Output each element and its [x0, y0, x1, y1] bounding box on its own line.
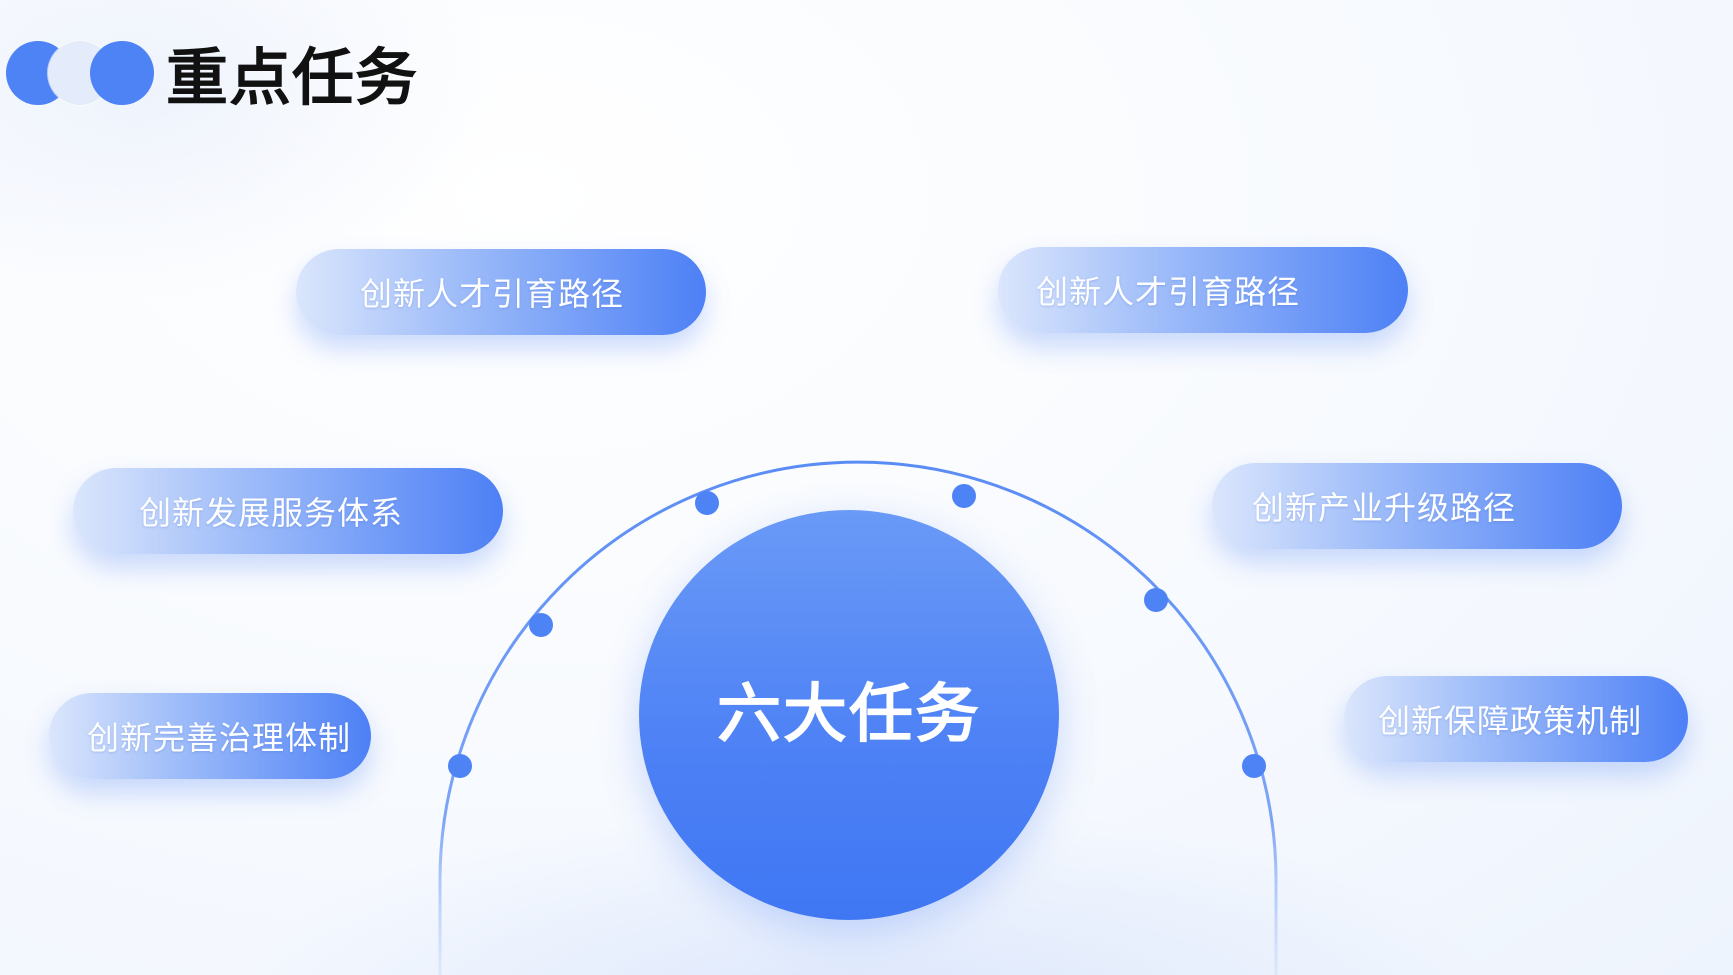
task-pill-label: 创新发展服务体系 — [139, 494, 404, 532]
arc-node-4 — [1144, 588, 1168, 612]
task-pill-label: 创新保障政策机制 — [1378, 702, 1643, 740]
arc-node-3 — [529, 613, 553, 637]
task-pill-3[interactable]: 创新发展服务体系 — [73, 468, 503, 554]
arc-node-5 — [448, 754, 472, 778]
center-label: 六大任务 — [717, 678, 981, 752]
page-title: 重点任务 — [166, 41, 419, 114]
task-pill-1[interactable]: 创新人才引育路径 — [296, 249, 706, 335]
logo-dot-right — [90, 41, 154, 105]
task-pill-label: 创新完善治理体制 — [87, 719, 352, 757]
task-pill-label: 创新人才引育路径 — [360, 275, 625, 313]
task-pill-label: 创新人才引育路径 — [1036, 273, 1301, 311]
task-pill-6[interactable]: 创新保障政策机制 — [1344, 676, 1688, 762]
arc-node-6 — [1242, 754, 1266, 778]
task-pill-5[interactable]: 创新完善治理体制 — [49, 693, 371, 779]
arc-node-2 — [952, 484, 976, 508]
task-pill-2[interactable]: 创新人才引育路径 — [998, 247, 1408, 333]
task-pill-label: 创新产业升级路径 — [1252, 489, 1517, 527]
task-pill-4[interactable]: 创新产业升级路径 — [1212, 463, 1622, 549]
arc-node-1 — [695, 491, 719, 515]
center-circle: 六大任务 — [639, 510, 1059, 920]
